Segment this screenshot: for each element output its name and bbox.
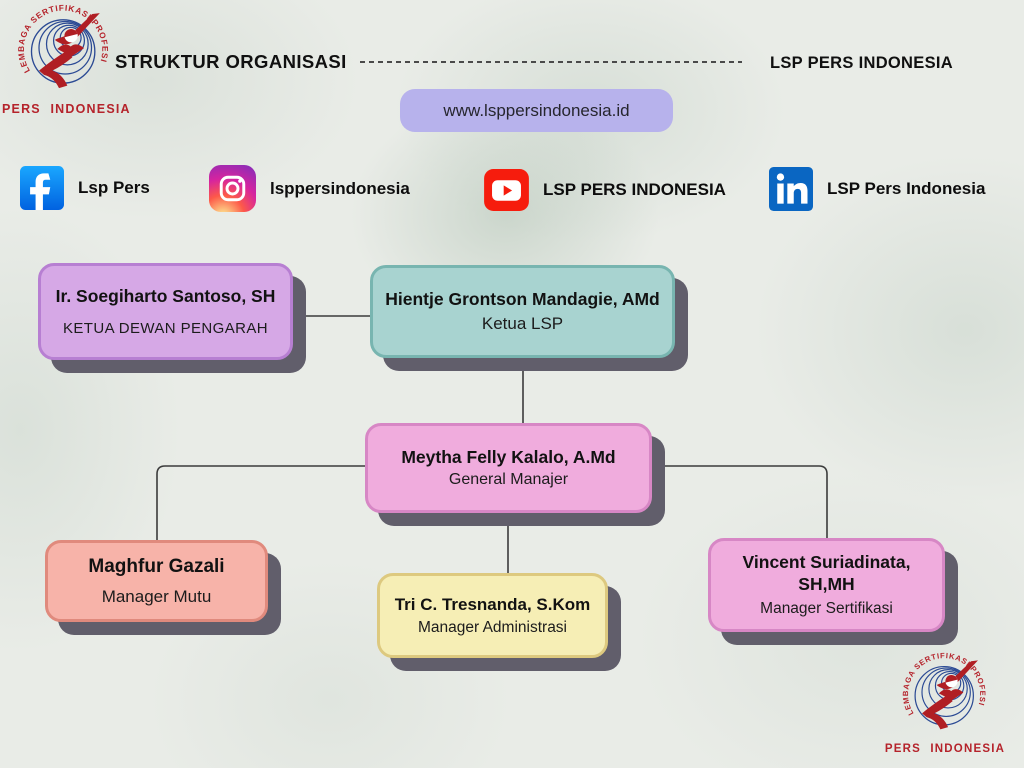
connector-gm-to-sertifikasi: [652, 465, 828, 538]
header-org-name: LSP PERS INDONESIA: [770, 54, 953, 72]
person-name: Meytha Felly Kalalo, A.Md: [401, 446, 616, 467]
social-facebook[interactable]: Lsp Pers: [20, 166, 150, 210]
person-role: General Manajer: [448, 471, 569, 489]
org-node-manager-sertifikasi: Vincent Suriadinata, SH,MH Manager Serti…: [708, 538, 945, 632]
instagram-handle: lsppersindonesia: [270, 178, 410, 198]
org-node-general-manajer: Meytha Felly Kalalo, A.Md General Manaje…: [365, 423, 652, 513]
org-node-manager-administrasi: Tri C. Tresnanda, S.Kom Manager Administ…: [377, 573, 608, 658]
lsp-logo-icon: LEMBAGA SERTIFIKASI PROFESI: [901, 652, 986, 730]
facebook-handle: Lsp Pers: [78, 178, 150, 197]
person-name: Hientje Grontson Mandagie, AMd: [385, 289, 660, 310]
lsp-logo-icon: LEMBAGA SERTIFIKASI PROFESI: [16, 4, 109, 89]
linkedin-icon: [769, 167, 813, 211]
person-role: Ketua LSP: [481, 313, 564, 333]
website-pill[interactable]: www.lsppersindonesia.id: [400, 89, 673, 132]
page-title: STRUKTUR ORGANISASI: [115, 51, 347, 72]
youtube-handle: LSP PERS INDONESIA: [543, 180, 726, 199]
lsp-logo-bottom-right: LEMBAGA SERTIFIKASI PROFESI PERS INDONES…: [880, 652, 1010, 755]
social-youtube[interactable]: LSP PERS INDONESIA: [484, 169, 726, 211]
person-role: KETUA DEWAN PENGARAH: [63, 320, 268, 338]
youtube-icon: [484, 169, 529, 211]
person-role: Manager Administrasi: [417, 618, 568, 636]
connector-gm-to-mutu: [156, 465, 365, 540]
person-name: Ir. Soegiharto Santoso, SH: [55, 285, 276, 306]
header-divider: [360, 61, 742, 63]
org-node-ketua-lsp: Hientje Grontson Mandagie, AMd Ketua LSP: [370, 265, 675, 358]
org-node-manager-mutu: Maghfur Gazali Manager Mutu: [45, 540, 268, 622]
social-instagram[interactable]: lsppersindonesia: [209, 165, 410, 212]
facebook-icon: [20, 166, 64, 210]
linkedin-handle: LSP Pers Indonesia: [827, 179, 986, 198]
instagram-icon: [209, 165, 256, 212]
person-name: Tri C. Tresnanda, S.Kom: [394, 595, 591, 615]
org-node-ketua-dewan-pengarah: Ir. Soegiharto Santoso, SH KETUA DEWAN P…: [38, 263, 293, 360]
person-name: Maghfur Gazali: [88, 556, 225, 578]
person-role: Manager Sertifikasi: [760, 600, 893, 618]
lsp-logo-top-left: LEMBAGA SERTIFIKASI PROFESI PERS INDONES…: [2, 4, 130, 116]
person-role: Manager Mutu: [101, 586, 212, 606]
logo-caption: PERS INDONESIA: [884, 743, 1006, 755]
social-linkedin[interactable]: LSP Pers Indonesia: [769, 167, 985, 211]
website-url: www.lsppersindonesia.id: [443, 100, 630, 120]
logo-caption: PERS INDONESIA: [2, 102, 131, 116]
person-name: Vincent Suriadinata, SH,MH: [742, 551, 911, 594]
